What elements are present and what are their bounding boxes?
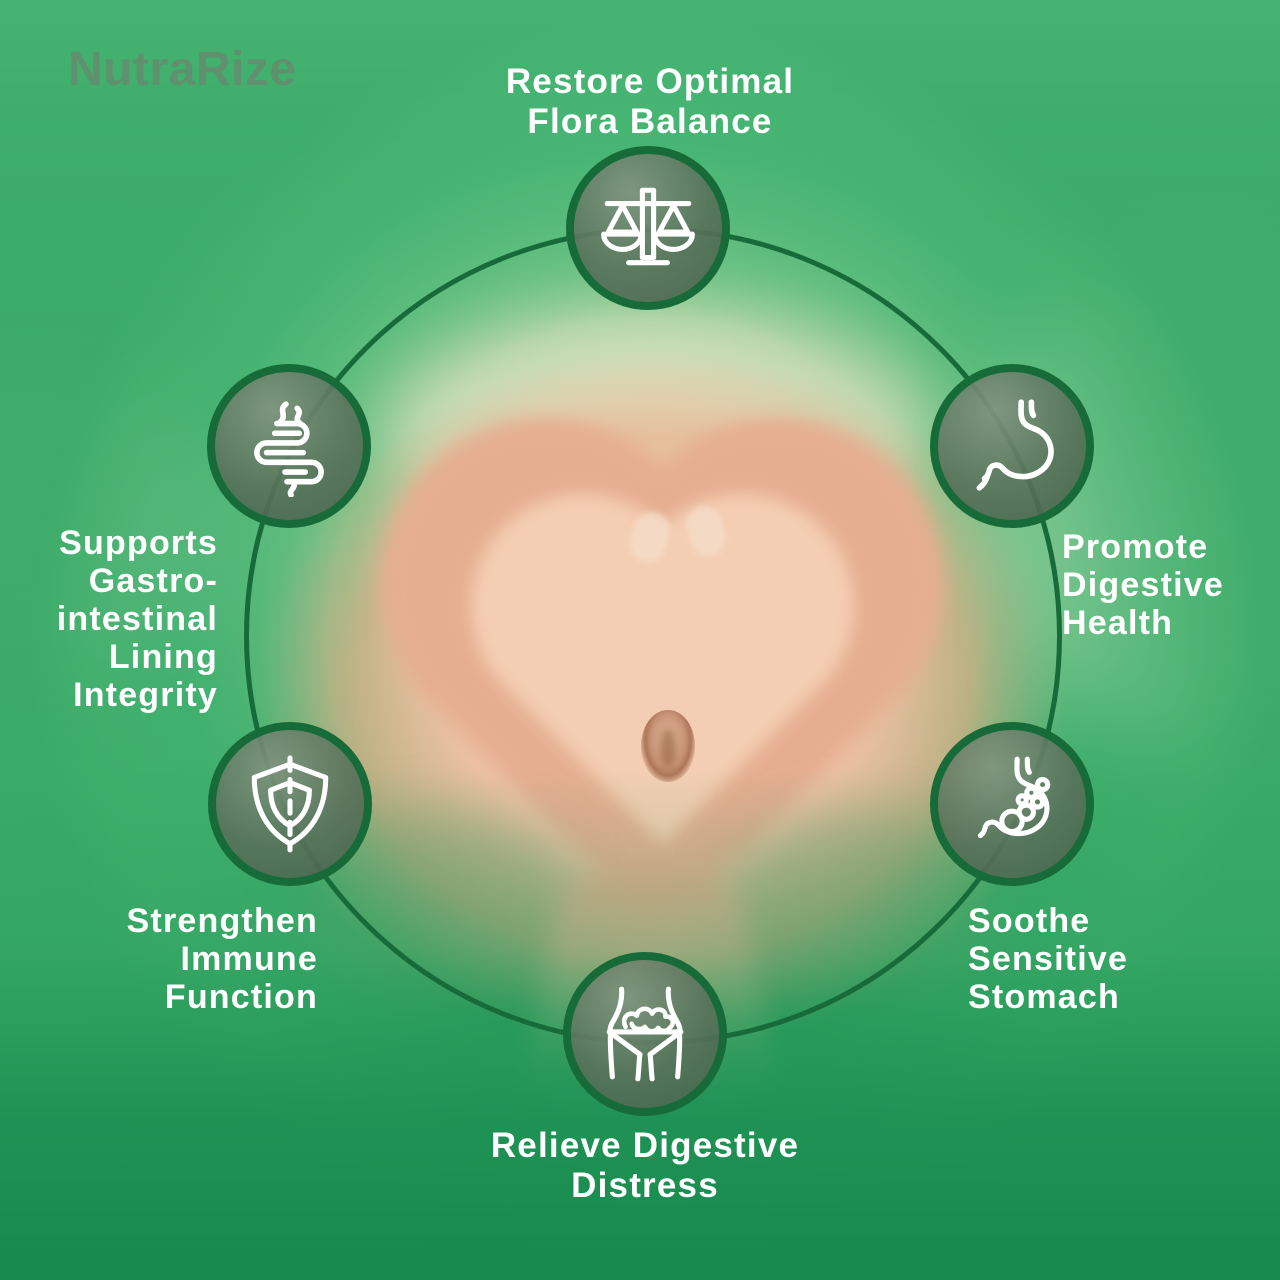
benefit-badge-digestive-health [930, 364, 1094, 528]
balance-scale-icon [601, 187, 695, 266]
benefit-badge-sensitive-stomach [930, 722, 1094, 886]
waist-intestines-icon [606, 986, 684, 1082]
label-line: Immune [180, 940, 318, 978]
label-line: Supports [59, 524, 218, 562]
benefit-badge-gastrointestinal-lining [207, 364, 371, 528]
label-line: Flora Balance [527, 102, 773, 141]
benefit-label-sensitive-stomach: Soothe Sensitive Stomach [968, 902, 1280, 1016]
benefit-badge-immune-function [208, 722, 372, 886]
stomach-icon [976, 399, 1054, 491]
connector-ring [244, 227, 1062, 1045]
benefit-label-digestive-health: Promote Digestive Health [1062, 528, 1280, 642]
benefit-label-gastrointestinal-lining: Supports Gastro- intestinal Lining Integ… [0, 524, 218, 714]
label-line: intestinal [56, 600, 218, 638]
benefit-badge-flora-balance [566, 146, 730, 310]
label-line: Health [1062, 604, 1174, 642]
label-line: Function [164, 978, 318, 1016]
benefit-label-digestive-distress: Relieve Digestive Distress [245, 1126, 1045, 1206]
label-line: Stomach [968, 978, 1120, 1016]
brand-logo: NutraRize [68, 43, 297, 96]
label-line: Integrity [73, 676, 218, 714]
label-line: Lining [108, 638, 218, 676]
label-line: Distress [571, 1166, 719, 1205]
label-line: Digestive [1062, 566, 1224, 604]
benefit-badge-digestive-distress [563, 952, 727, 1116]
label-line: Gastro- [88, 562, 218, 600]
benefit-label-immune-function: Strengthen Immune Function [0, 902, 318, 1016]
label-line: Relieve Digestive [490, 1126, 800, 1165]
label-line: Strengthen [126, 902, 318, 940]
label-line: Restore Optimal [505, 62, 795, 101]
stomach-probiotics-icon [977, 756, 1051, 839]
label-line: Promote [1062, 528, 1209, 566]
intestines-icon [254, 401, 324, 497]
label-line: Soothe [968, 902, 1091, 940]
shield-icon [251, 755, 329, 853]
label-line: Sensitive [968, 940, 1129, 978]
benefit-label-flora-balance: Restore Optimal Flora Balance [250, 62, 1050, 142]
